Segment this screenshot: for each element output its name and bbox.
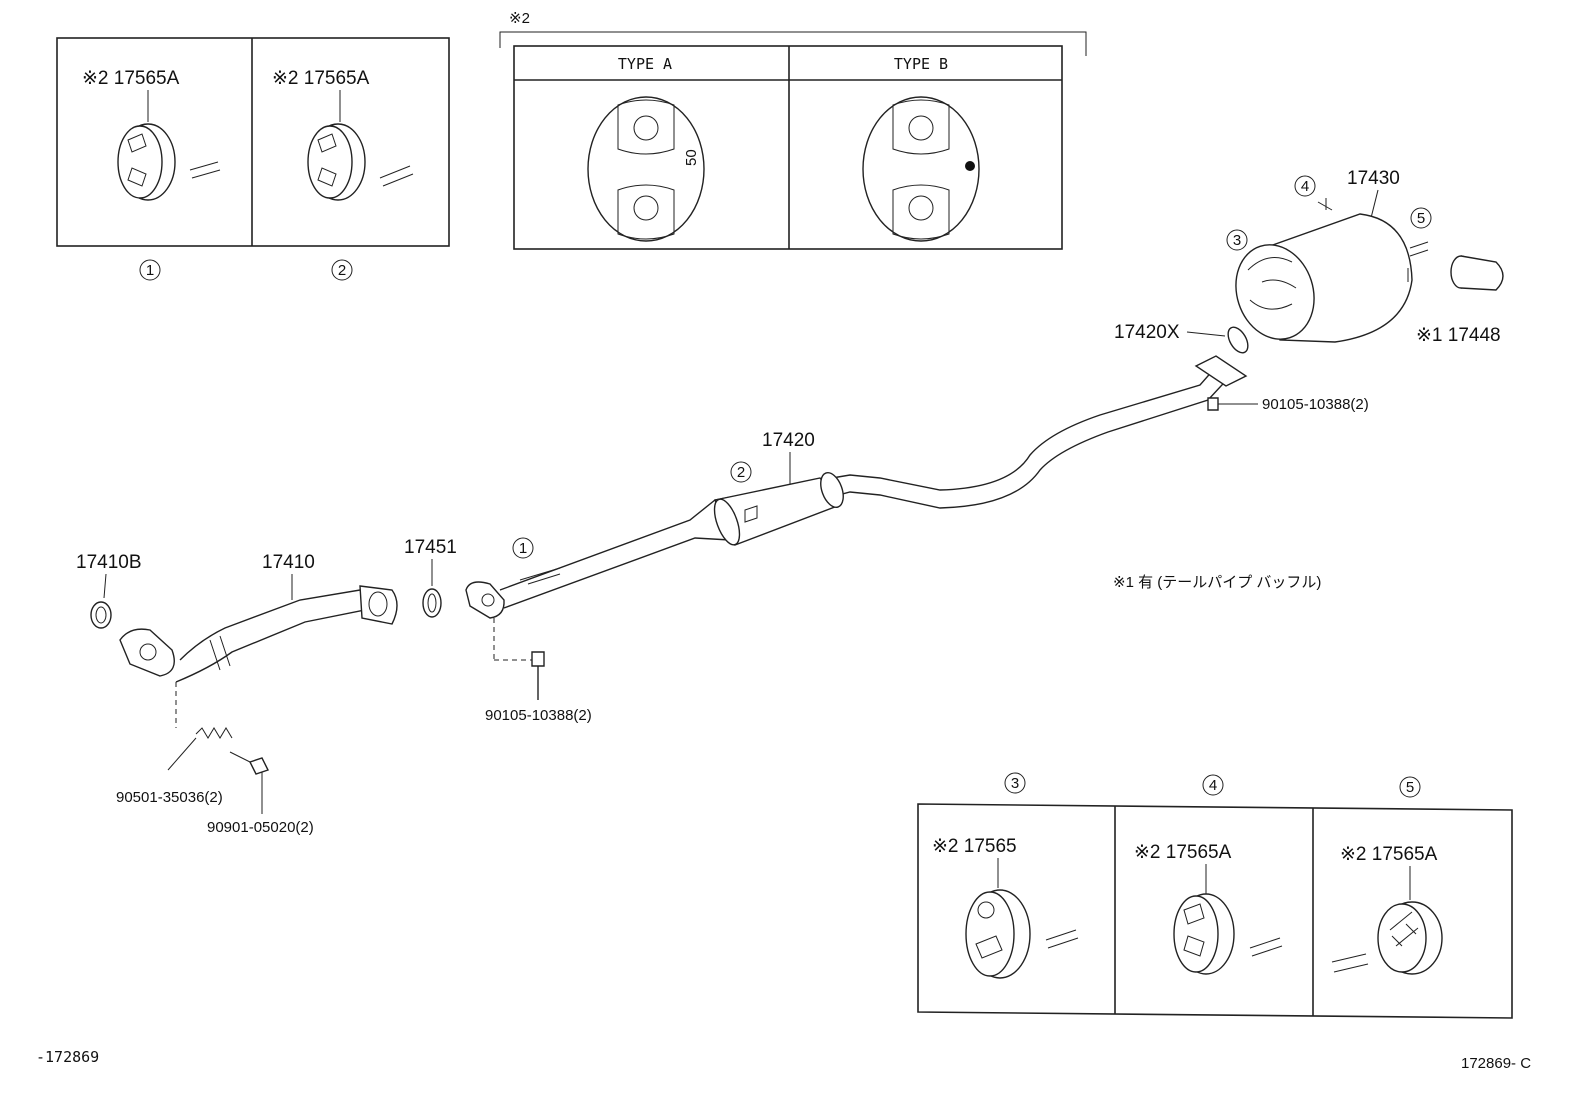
rubber-hanger-icon bbox=[1331, 901, 1443, 975]
part-90501: 90501-35036(2) bbox=[116, 789, 223, 806]
hanger-box-top-left bbox=[56, 37, 450, 247]
circle-number-2-pipe: 2 bbox=[737, 464, 745, 481]
type-a-marking: 50 bbox=[683, 149, 700, 166]
spring-icon bbox=[167, 727, 233, 771]
rubber-hanger-icon bbox=[307, 123, 414, 201]
hanger-label-5: ※2 17565A bbox=[1340, 844, 1438, 865]
gasket-17420x bbox=[1227, 326, 1249, 354]
part-17420: 17420 bbox=[762, 430, 815, 451]
circle-number-4-box: 4 bbox=[1209, 777, 1217, 794]
diagram-code-right: 172869- C bbox=[1461, 1055, 1531, 1072]
pipe-flange-front bbox=[465, 581, 505, 619]
hanger-label-3: ※2 17565 bbox=[932, 836, 1017, 857]
part-17430: 17430 bbox=[1347, 168, 1400, 189]
bolt-icon bbox=[531, 651, 545, 700]
circle-number-1: 1 bbox=[146, 262, 154, 279]
part-90105-right: 90105-10388(2) bbox=[1262, 396, 1369, 413]
part-17410: 17410 bbox=[262, 552, 315, 573]
part-17451: 17451 bbox=[404, 537, 457, 558]
hanger-box-bottom-right bbox=[917, 803, 1513, 1019]
note-tail-pipe-baffle: ※1 有 (テールパイプ バッフル) bbox=[1113, 574, 1321, 591]
diagram-code-left: -172869 bbox=[36, 1048, 99, 1066]
part-17448: ※1 17448 bbox=[1416, 325, 1501, 346]
gasket-17451 bbox=[422, 588, 442, 618]
hanger-label-2: ※2 17565A bbox=[272, 68, 370, 89]
tail-pipe-extension bbox=[1450, 255, 1504, 291]
front-pipe-17410 bbox=[119, 585, 398, 683]
muffler bbox=[1235, 198, 1429, 343]
bolt-icon bbox=[1207, 397, 1258, 411]
hanger-label-1: ※2 17565A bbox=[82, 68, 180, 89]
hanger-type-b-icon bbox=[862, 96, 980, 242]
circle-number-3-box: 3 bbox=[1011, 775, 1019, 792]
part-17410b: 17410B bbox=[76, 552, 142, 573]
circle-number-4-muffler: 4 bbox=[1301, 178, 1309, 195]
center-pipe-17420 bbox=[499, 355, 1248, 609]
bolt-icon bbox=[229, 751, 269, 814]
circle-number-3-muffler: 3 bbox=[1233, 232, 1241, 249]
type-note: ※2 bbox=[509, 10, 530, 27]
circle-number-5-box: 5 bbox=[1406, 779, 1414, 796]
gasket-17410b bbox=[90, 601, 112, 629]
hanger-label-4: ※2 17565A bbox=[1134, 842, 1232, 863]
part-90901: 90901-05020(2) bbox=[207, 819, 314, 836]
type-a-heading: TYPE A bbox=[618, 55, 672, 73]
part-90105-mid: 90105-10388(2) bbox=[485, 707, 592, 724]
circle-number-1-pipe: 1 bbox=[519, 540, 527, 557]
rubber-hanger-icon bbox=[1173, 893, 1283, 975]
type-b-heading: TYPE B bbox=[894, 55, 948, 73]
circle-number-5-muffler: 5 bbox=[1417, 210, 1425, 227]
part-17420x: 17420X bbox=[1114, 322, 1180, 343]
type-table bbox=[513, 45, 1063, 250]
hanger-type-a-icon bbox=[587, 96, 705, 242]
rubber-hanger-icon bbox=[965, 889, 1079, 979]
circle-number-2: 2 bbox=[338, 262, 346, 279]
rubber-hanger-icon bbox=[117, 123, 221, 201]
